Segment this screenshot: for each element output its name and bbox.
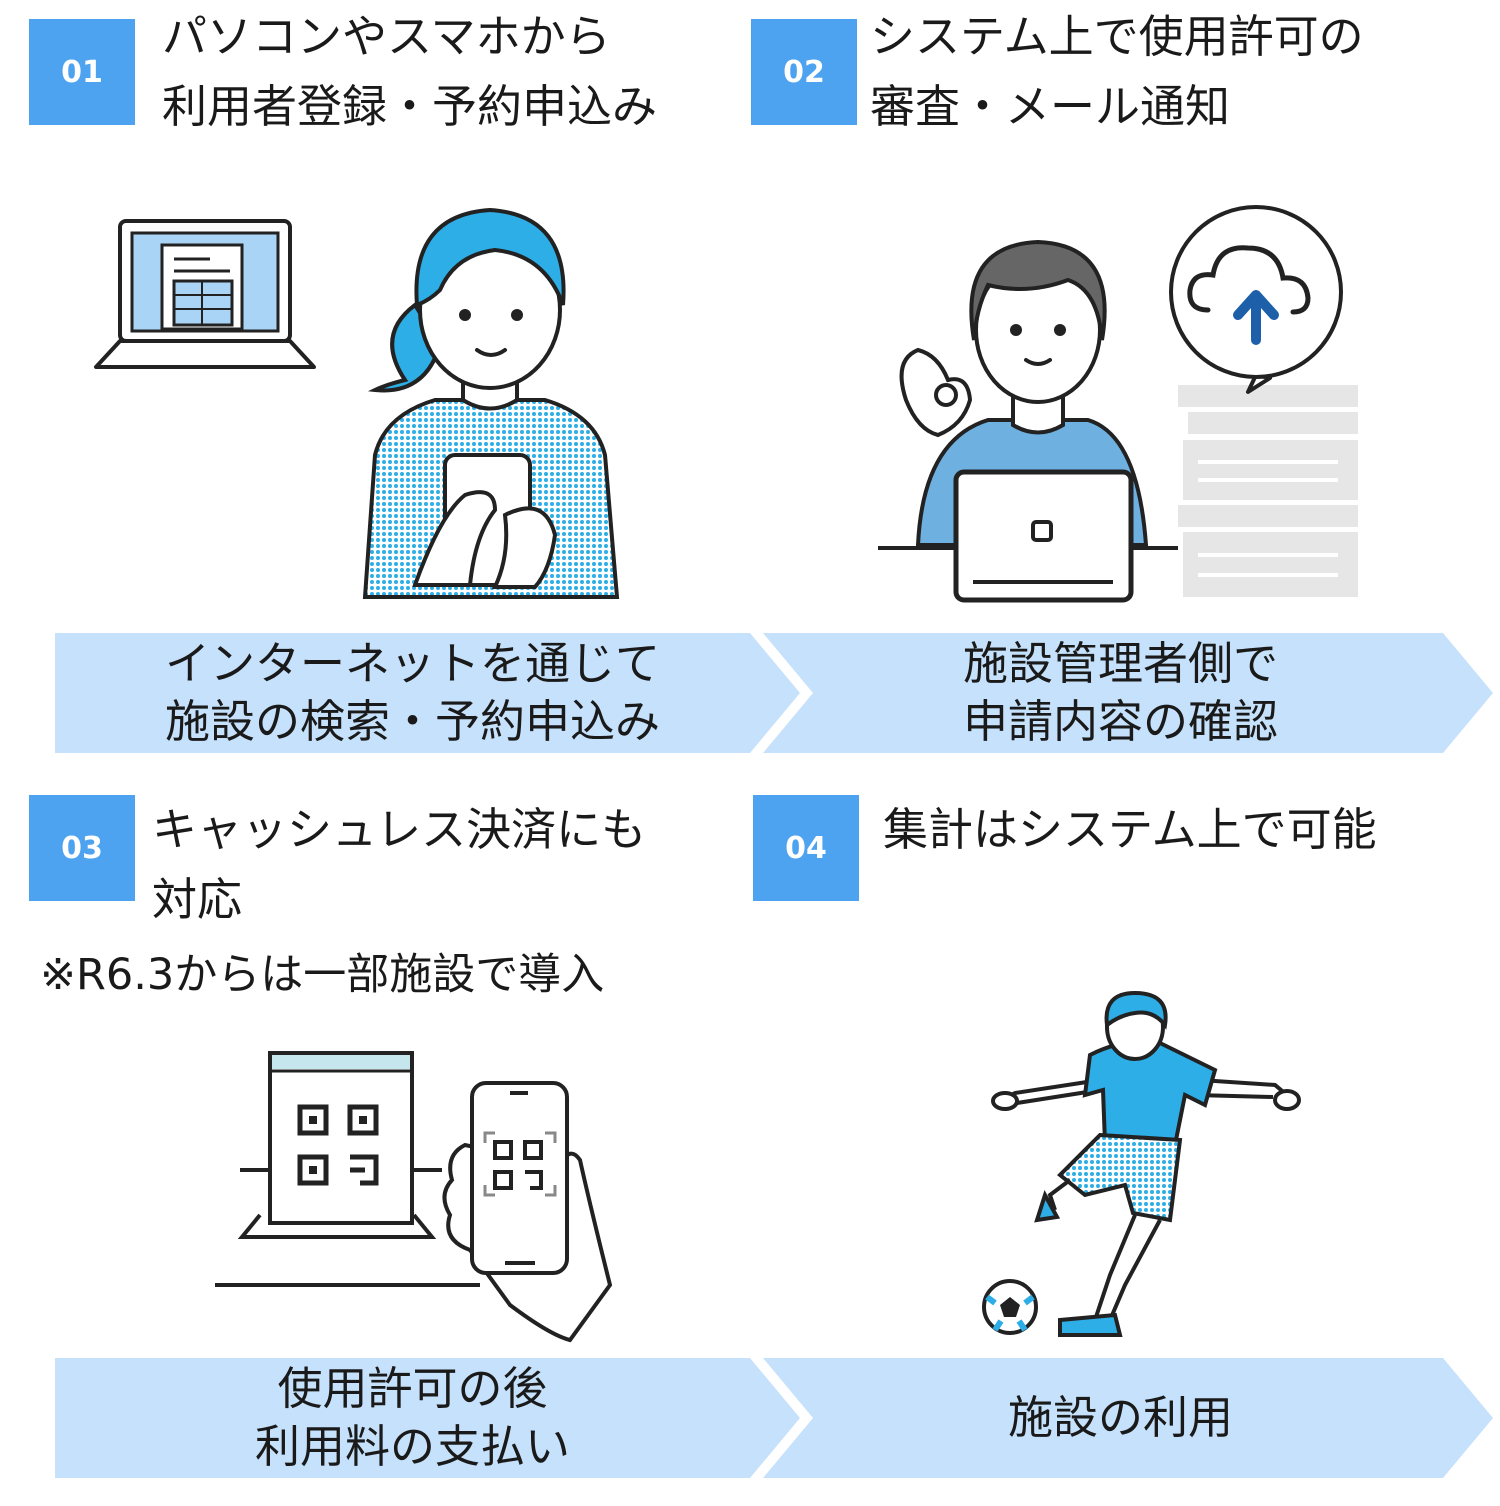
step-03-badge: 03	[29, 795, 135, 901]
step-04-heading: 集計はシステム上で可能	[883, 795, 1377, 865]
step-03-note: ※R6.3からは一部施設で導入	[40, 950, 605, 1000]
step-01-heading-line-1: パソコンやスマホから	[162, 10, 611, 63]
flow-chevron-4-line-1: 施設の利用	[1007, 1391, 1233, 1444]
flow-chevron-3-text: 使用許可の後 利用料の支払い	[55, 1358, 770, 1478]
cloud-upload-icon	[1169, 205, 1343, 394]
flow-chevron-3-line-1: 使用許可の後	[277, 1362, 548, 1415]
qr-terminal-icon	[215, 1051, 613, 1343]
step-02-heading-line-2: 審査・メール通知	[870, 80, 1231, 133]
step-02-heading-line-1: システム上で使用許可の	[870, 10, 1364, 63]
flow-chevron-1-text: インターネットを通じて 施設の検索・予約申込み	[55, 633, 770, 753]
soccer-ball-icon	[982, 1279, 1038, 1335]
admin-laptop-icon	[878, 205, 1358, 603]
flow-chevron-3-line-2: 利用料の支払い	[254, 1420, 570, 1473]
soccer-player-icon	[982, 990, 1301, 1337]
person-smartphone-icon	[362, 207, 620, 599]
laptop-icon	[94, 219, 316, 369]
document-stack-icon	[1178, 385, 1358, 597]
step-04-heading-line-1: 集計はシステム上で可能	[883, 803, 1377, 856]
step-01-heading-line-2: 利用者登録・予約申込み	[162, 80, 658, 133]
flow-chevron-1-line-1: インターネットを通じて	[164, 637, 660, 690]
flow-chevron-3: 使用許可の後 利用料の支払い	[55, 1358, 800, 1478]
step-01-heading: パソコンやスマホから 利用者登録・予約申込み	[162, 2, 657, 142]
step-03-heading-line-1: キャッシュレス決済にも	[152, 803, 647, 856]
flow-chevron-2: 施設管理者側で 申請内容の確認	[763, 633, 1493, 753]
flow-chevron-2-line-2: 申請内容の確認	[962, 695, 1278, 748]
flow-chevron-1: インターネットを通じて 施設の検索・予約申込み	[55, 633, 800, 753]
qr-smartphone-icon	[442, 1081, 613, 1343]
step-02-heading: システム上で使用許可の 審査・メール通知	[870, 2, 1364, 142]
flow-chevron-4-text: 施設の利用	[763, 1358, 1478, 1478]
step-04-badge: 04	[753, 795, 859, 901]
flow-chevron-2-text: 施設管理者側で 申請内容の確認	[763, 633, 1478, 753]
step-03-heading-line-2: 対応	[152, 873, 243, 926]
flow-chevron-4: 施設の利用	[763, 1358, 1493, 1478]
flow-chevron-1-line-2: 施設の検索・予約申込み	[164, 695, 660, 748]
step-03-heading: キャッシュレス決済にも 対応	[152, 795, 646, 935]
flow-chevron-2-line-1: 施設管理者側で	[962, 637, 1278, 690]
step-02-badge: 02	[751, 19, 857, 125]
step-01-badge: 01	[29, 19, 135, 125]
